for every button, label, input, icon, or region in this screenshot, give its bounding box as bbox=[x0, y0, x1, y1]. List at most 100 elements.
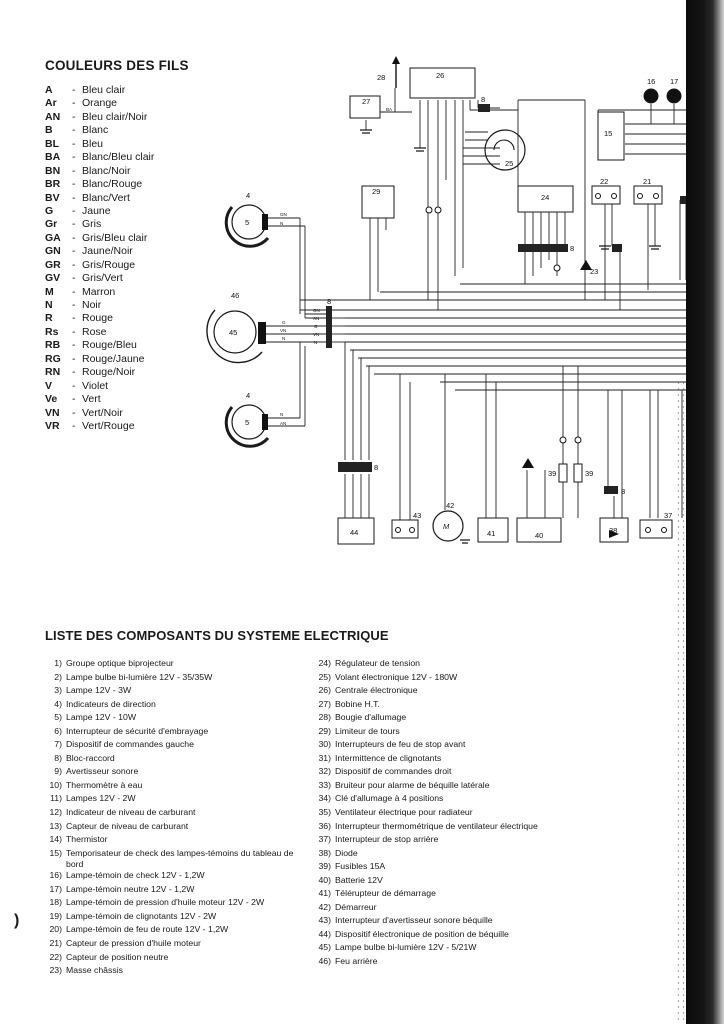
legend-separator: - bbox=[72, 164, 76, 177]
starter-relay-41 bbox=[477, 517, 509, 543]
wire-colors-title: COULEURS DES FILS bbox=[45, 58, 189, 73]
check-timer-15 bbox=[597, 111, 625, 161]
legend-separator: - bbox=[72, 419, 76, 432]
legend-code: N bbox=[45, 299, 53, 311]
component-item: 30)Interrupteurs de feu de stop avant bbox=[305, 739, 575, 753]
label-43: 43 bbox=[413, 511, 421, 520]
legend-separator: - bbox=[72, 325, 76, 338]
legend-label: Marron bbox=[82, 285, 116, 298]
legend-label: Bleu clair/Noir bbox=[82, 110, 148, 123]
component-item: 21)Capteur de pression d'huile moteur bbox=[36, 938, 296, 952]
component-item: 2)Lampe bulbe bi-lumière 12V - 35/35W bbox=[36, 672, 296, 686]
wire-label-n4: N bbox=[280, 412, 283, 417]
legend-code: A bbox=[45, 84, 53, 96]
legend-separator: - bbox=[72, 204, 76, 217]
component-description: Interrupteur d'avertisseur sonore béquil… bbox=[335, 915, 493, 926]
stand-switch-43 bbox=[391, 519, 419, 539]
component-number: 39) bbox=[318, 861, 331, 872]
component-description: Démarreur bbox=[335, 901, 377, 912]
component-number: 35) bbox=[318, 807, 331, 818]
legend-separator: - bbox=[72, 272, 76, 285]
component-number: 13) bbox=[49, 820, 62, 831]
legend-label: Rouge/Jaune bbox=[82, 352, 145, 365]
legend-code: V bbox=[45, 379, 53, 392]
legend-code: Ve bbox=[45, 393, 58, 406]
legend-separator: - bbox=[72, 191, 76, 204]
component-item: 14)Thermistor bbox=[36, 834, 296, 848]
legend-separator: - bbox=[72, 366, 76, 379]
component-number: 22) bbox=[49, 951, 62, 962]
label-4-top: 4 bbox=[246, 191, 250, 200]
component-item: 13)Capteur de niveau de carburant bbox=[36, 821, 296, 835]
component-number: 41) bbox=[318, 888, 331, 899]
legend-label: Rouge/Noir bbox=[82, 366, 136, 379]
legend-row: G-Jaune bbox=[45, 205, 235, 218]
component-number: 17) bbox=[49, 883, 62, 894]
label-23: 23 bbox=[590, 267, 598, 276]
voltage-regulator-24 bbox=[517, 185, 574, 213]
label-8-main: 8 bbox=[327, 297, 331, 306]
component-description: Clé d'allumage à 4 positions bbox=[335, 793, 444, 804]
component-number: 37) bbox=[318, 834, 331, 845]
label-27: 27 bbox=[362, 97, 370, 106]
neutral-sensor-22 bbox=[591, 185, 621, 205]
component-item: 10)Thermomètre à eau bbox=[36, 780, 296, 794]
legend-label: Violet bbox=[82, 379, 109, 392]
component-number: 24) bbox=[318, 658, 331, 668]
component-item: 15)Temporisateur de check des lampes-tém… bbox=[36, 848, 296, 871]
component-description: Régulateur de tension bbox=[335, 658, 421, 668]
legend-separator: - bbox=[72, 312, 76, 325]
legend-row: M-Marron bbox=[45, 286, 235, 299]
component-description: Lampe-témoin de check 12V - 1,2W bbox=[66, 870, 205, 881]
component-description: Lampe bulbe bi-lumière 12V - 35/35W bbox=[66, 671, 213, 682]
component-number: 19) bbox=[49, 910, 62, 921]
legend-label: Gris/Rouge bbox=[82, 258, 136, 271]
component-description: Bruiteur pour alarme de béquille latéral… bbox=[335, 779, 490, 790]
rev-limiter-29 bbox=[361, 185, 395, 219]
legend-row: GN-Jaune/Noir bbox=[45, 245, 235, 258]
wire-label-vn: VN bbox=[280, 328, 286, 333]
legend-label: Jaune/Noir bbox=[82, 245, 133, 258]
component-number: 33) bbox=[318, 779, 331, 790]
component-description: Indicateurs de direction bbox=[66, 698, 156, 709]
label-45: 45 bbox=[229, 328, 237, 337]
component-description: Capteur de pression d'huile moteur bbox=[66, 937, 201, 948]
legend-code: BN bbox=[45, 164, 61, 177]
legend-separator: - bbox=[72, 245, 76, 258]
label-39-right: 39 bbox=[585, 469, 593, 478]
component-item: 6)Interrupteur de sécurité d'embrayage bbox=[36, 726, 296, 740]
legend-label: Jaune bbox=[82, 204, 111, 217]
component-item: 38)Diode bbox=[305, 848, 575, 862]
legend-row: B-Blanc bbox=[45, 124, 235, 137]
component-description: Dispositif de commandes droit bbox=[335, 766, 452, 777]
component-item: 32)Dispositif de commandes droit bbox=[305, 766, 575, 780]
scan-shadow-edge bbox=[686, 0, 724, 1024]
legend-label: Vert/Rouge bbox=[82, 419, 135, 432]
legend-label: Rouge bbox=[82, 312, 113, 325]
connector-block-main bbox=[326, 306, 332, 348]
legend-label: Blanc/Vert bbox=[82, 191, 130, 204]
component-number: 9) bbox=[54, 766, 62, 777]
component-description: Limiteur de tours bbox=[335, 725, 400, 736]
component-item: 26)Centrale électronique bbox=[305, 685, 575, 699]
component-description: Interrupteur de sécurité d'embrayage bbox=[66, 725, 209, 736]
component-description: Lampe-témoin de clignotants 12V - 2W bbox=[66, 910, 217, 921]
legend-row: N-Noir bbox=[45, 299, 235, 312]
component-item: 24) Régulateur de tension bbox=[305, 658, 575, 672]
component-item: 28)Bougie d'allumage bbox=[305, 712, 575, 726]
warning-lamp-17 bbox=[666, 88, 682, 104]
label-37: 37 bbox=[664, 511, 672, 520]
legend-code: B bbox=[45, 124, 53, 137]
wire-label-an2: AN bbox=[280, 421, 286, 426]
legend-separator: - bbox=[72, 393, 76, 406]
legend-separator: - bbox=[72, 218, 76, 231]
component-number: 28) bbox=[318, 712, 331, 723]
legend-row: BL-Bleu bbox=[45, 138, 235, 151]
wire-bundle-horizontal bbox=[300, 283, 690, 391]
legend-label: Rouge/Bleu bbox=[82, 339, 137, 352]
wire-label-g: G bbox=[282, 320, 286, 325]
legend-label: Blanc bbox=[82, 124, 109, 137]
wire-label-gn2: GN bbox=[313, 308, 320, 313]
label-8-26: 8 bbox=[481, 95, 485, 104]
